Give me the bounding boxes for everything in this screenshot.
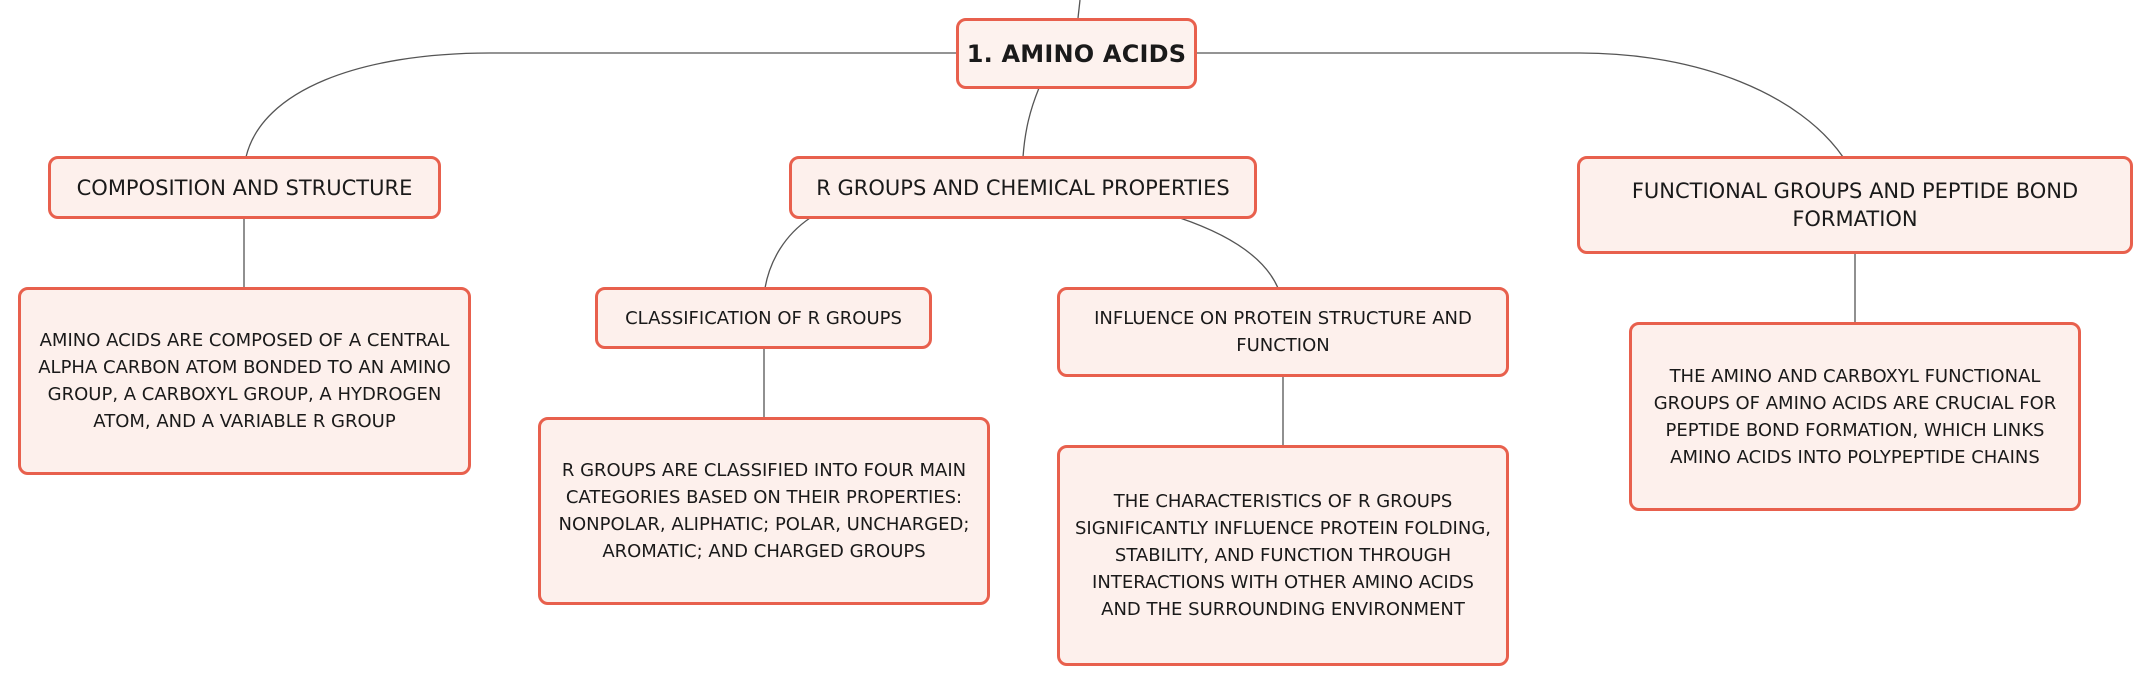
connector-root-parent xyxy=(1077,0,1081,19)
node-influence-on-protein-structure[interactable]: INFLUENCE ON PROTEIN STRUCTURE AND FUNCT… xyxy=(1057,287,1509,377)
node-label: FUNCTIONAL GROUPS AND PEPTIDE BOND FORMA… xyxy=(1631,179,2079,231)
root-node-label: 1. AMINO ACIDS xyxy=(966,39,1187,68)
connector-rgroups-classification xyxy=(764,217,811,289)
connector-root-functional xyxy=(1196,52,1844,158)
node-composition-and-structure[interactable]: COMPOSITION AND STRUCTURE xyxy=(48,156,441,219)
node-text: AMINO ACIDS ARE COMPOSED OF A CENTRAL AL… xyxy=(38,330,451,432)
connector-root-rgroups xyxy=(1022,87,1040,158)
node-r-groups-and-chemical-properties[interactable]: R GROUPS AND CHEMICAL PROPERTIES xyxy=(789,156,1257,219)
connector-root-composition xyxy=(245,52,957,158)
node-classification-of-r-groups[interactable]: CLASSIFICATION OF R GROUPS xyxy=(595,287,932,349)
root-node-amino-acids[interactable]: 1. AMINO ACIDS xyxy=(956,18,1197,89)
node-functional-detail[interactable]: THE AMINO AND CARBOXYL FUNCTIONAL GROUPS… xyxy=(1629,322,2081,511)
node-label: COMPOSITION AND STRUCTURE xyxy=(76,175,413,200)
node-text: THE AMINO AND CARBOXYL FUNCTIONAL GROUPS… xyxy=(1653,365,2057,468)
node-composition-detail[interactable]: AMINO ACIDS ARE COMPOSED OF A CENTRAL AL… xyxy=(18,287,471,475)
node-label: R GROUPS AND CHEMICAL PROPERTIES xyxy=(816,175,1230,200)
node-label: CLASSIFICATION OF R GROUPS xyxy=(625,307,902,329)
node-label: INFLUENCE ON PROTEIN STRUCTURE AND FUNCT… xyxy=(1094,308,1472,356)
node-influence-detail[interactable]: THE CHARACTERISTICS OF R GROUPS SIGNIFIC… xyxy=(1057,445,1509,666)
node-classification-detail[interactable]: R GROUPS ARE CLASSIFIED INTO FOUR MAIN C… xyxy=(538,417,990,605)
node-text: R GROUPS ARE CLASSIFIED INTO FOUR MAIN C… xyxy=(558,460,970,562)
node-functional-groups-peptide-bond[interactable]: FUNCTIONAL GROUPS AND PEPTIDE BOND FORMA… xyxy=(1577,156,2133,254)
node-text: THE CHARACTERISTICS OF R GROUPS SIGNIFIC… xyxy=(1075,491,1491,620)
connector-rgroups-influence xyxy=(1179,217,1279,289)
